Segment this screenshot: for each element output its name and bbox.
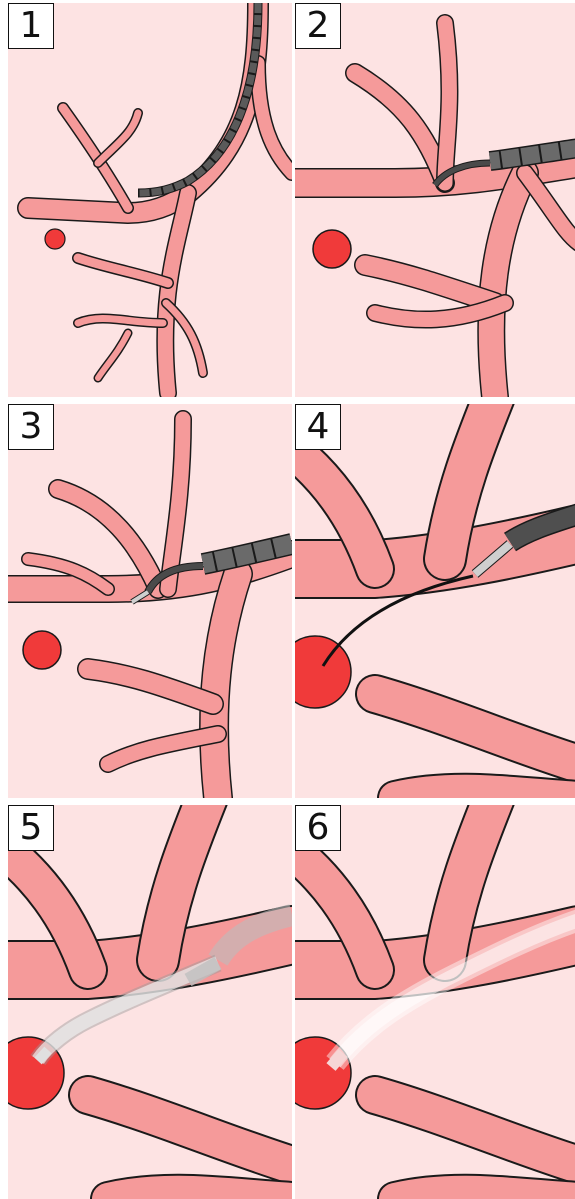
panel-5-illustration: [8, 805, 292, 1199]
panel-1-illustration: [8, 3, 292, 397]
panel-number: 6: [295, 805, 341, 851]
panel-number: 4: [295, 404, 341, 450]
bronchial-tree: [295, 805, 575, 1199]
panel-6: 6: [295, 805, 575, 1199]
lesion: [23, 631, 61, 669]
panel-2-illustration: [295, 3, 575, 397]
panel-4: 4: [295, 404, 575, 798]
bronchial-tree: [8, 419, 292, 798]
panel-5: 5: [8, 805, 292, 1199]
panel-4-illustration: [295, 404, 575, 798]
lesion: [313, 230, 351, 268]
bronchial-tree: [295, 23, 575, 397]
bronchial-tree: [8, 805, 292, 1199]
panel-number: 5: [8, 805, 54, 851]
lesion: [295, 636, 351, 708]
bronchial-tree: [295, 404, 575, 798]
panel-3-illustration: [8, 404, 292, 798]
panel-2: 2: [295, 3, 575, 397]
panel-number: 1: [8, 3, 54, 49]
lesion: [45, 229, 65, 249]
panel-3: 3: [8, 404, 292, 798]
panel-number: 3: [8, 404, 54, 450]
panel-1: 1: [8, 3, 292, 397]
panel-6-illustration: [295, 805, 575, 1199]
panel-number: 2: [295, 3, 341, 49]
